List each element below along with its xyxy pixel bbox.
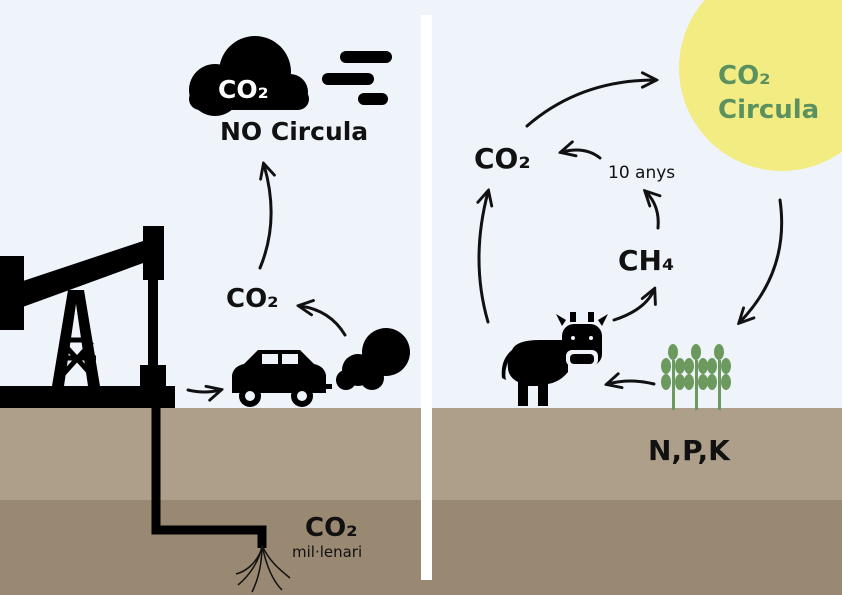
arrow-sun-to-plants [740, 198, 784, 322]
arrow-ten-years-to-co2 [562, 150, 602, 160]
wind-lines-icon [322, 51, 392, 105]
arrow-ch4-to-ten-years [646, 192, 658, 230]
arrow-smoke-to-co2 [300, 306, 347, 337]
npk-label: N,P,K [648, 434, 731, 467]
arrow-cow-to-co2 [479, 192, 488, 324]
roots-icon [235, 544, 291, 593]
oil-pump-icon [0, 226, 175, 408]
arrow-co2-to-sun [525, 80, 655, 128]
cloud-co2-label: CO₂ [218, 75, 269, 104]
car-icon [232, 350, 332, 407]
arrow-cow-to-ch4 [612, 290, 654, 322]
car-co2-label: CO₂ [226, 284, 279, 314]
arrow-co2-to-atmosphere [258, 165, 271, 270]
co2-label: CO₂ [474, 142, 531, 175]
divider [421, 15, 432, 580]
underground-co2-label: CO₂ [305, 513, 358, 543]
sun [679, 0, 842, 171]
sun-circula-label: Circula [718, 95, 819, 125]
arrow-pump-to-car [186, 390, 220, 392]
ch4-label: CH₄ [618, 244, 674, 277]
no-circula-label: NO Circula [220, 117, 368, 146]
ten-years-label: 10 anys [608, 163, 675, 183]
cloud-icon [189, 36, 309, 116]
underground-sub-label: mil·lenari [292, 543, 362, 561]
smoke-icon [336, 328, 410, 390]
pipe [151, 408, 267, 548]
cow-icon [501, 312, 608, 406]
sun-co2-label: CO₂ [718, 61, 771, 91]
arrow-plants-to-cow [608, 381, 656, 384]
wheat-plants-icon [661, 344, 731, 410]
